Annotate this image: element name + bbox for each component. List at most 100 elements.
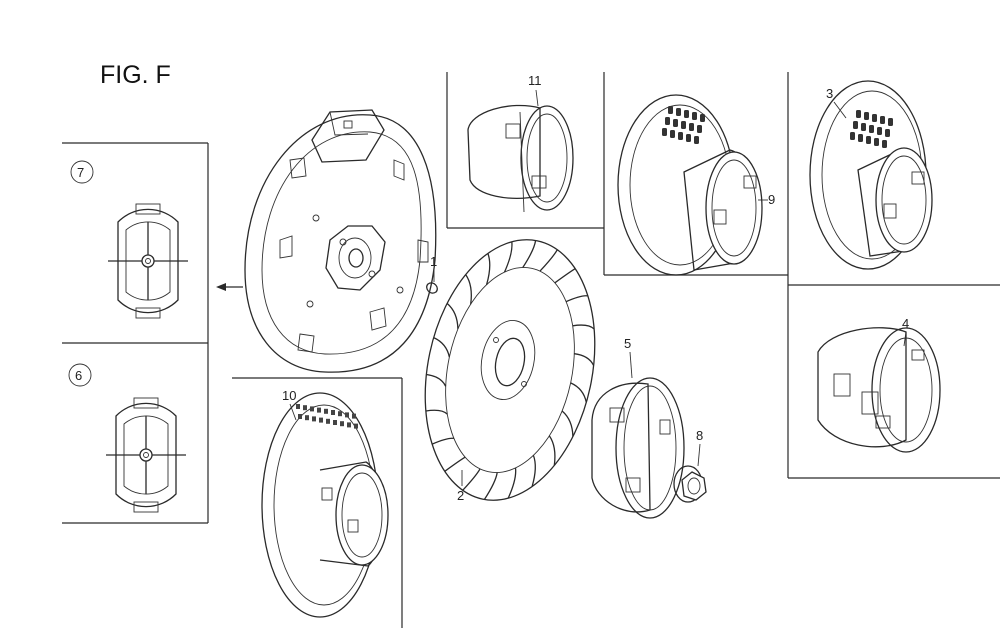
fan-blade <box>574 353 595 366</box>
part-2-cooling-fan: 2 <box>424 239 596 503</box>
callout-circle-7 <box>70 160 94 184</box>
pulley-slot <box>673 119 678 127</box>
callout-8: 8 <box>696 428 703 443</box>
callout-9: 9 <box>768 192 775 207</box>
pulley-slot <box>697 125 702 133</box>
callout-3: 3 <box>826 86 833 101</box>
pulley-slot <box>694 136 699 144</box>
pulley-dot <box>303 405 307 411</box>
pulley-dot <box>305 415 309 421</box>
pulley-dot <box>340 421 344 427</box>
part-11-starter-cup: 11 <box>467 73 574 213</box>
fan-blade <box>446 302 459 330</box>
fan-blade <box>548 435 556 466</box>
callout-4: 4 <box>902 316 909 331</box>
callout-11: 11 <box>528 73 542 88</box>
pulley-slot <box>853 121 858 129</box>
fan-blades <box>425 240 595 500</box>
callout-6: 6 <box>75 368 82 383</box>
part-9-panel-frame <box>604 72 789 478</box>
fan-blade <box>531 455 536 487</box>
callout-1: 1 <box>430 254 437 269</box>
part-8-flange-nut: 8 <box>673 428 707 503</box>
pulley-slot <box>874 138 879 146</box>
pulley-slot <box>856 110 861 118</box>
pulley-dots <box>296 404 358 429</box>
pulley-slot <box>662 128 667 136</box>
callout-5: 5 <box>624 336 631 351</box>
fan-blade <box>572 324 595 330</box>
pulley-slots <box>850 110 893 148</box>
fan-blade <box>507 467 517 499</box>
fan-blade <box>444 456 466 472</box>
pulley-slot <box>888 118 893 126</box>
pulley-slot <box>678 132 683 140</box>
fan-blade <box>570 382 587 403</box>
fan-blade <box>561 410 574 437</box>
pulley-dot <box>331 410 335 415</box>
pulley-dot <box>347 422 351 428</box>
part-11-panel-frame <box>446 72 605 275</box>
pulley-dot <box>312 416 316 422</box>
pulley-slot <box>665 117 670 125</box>
part-9-starter-pulley: 9 <box>617 94 775 276</box>
pulley-slot <box>882 140 887 148</box>
pulley-slot <box>850 132 855 140</box>
part-7-rotor-plate: 7 <box>70 160 188 319</box>
pulley-dot <box>296 404 300 409</box>
pulley-slot <box>676 108 681 116</box>
pulley-slot <box>872 114 877 122</box>
fan-blade <box>485 253 491 285</box>
callout-2: 2 <box>457 488 464 503</box>
pulley-dot <box>326 418 330 424</box>
pulley-slot <box>864 112 869 120</box>
pulley-slot <box>686 134 691 142</box>
pulley-slot <box>877 127 882 135</box>
pulley-dot <box>310 406 314 412</box>
flywheel <box>244 109 437 373</box>
part-6-rotor-plate: 6 <box>68 363 186 513</box>
fan-blade <box>425 409 448 415</box>
fan-blade <box>426 373 447 387</box>
pulley-slot <box>880 116 885 124</box>
pulley-slot <box>858 134 863 142</box>
pulley-slot <box>885 129 890 137</box>
pulley-dot <box>319 417 323 423</box>
pulley-slot <box>692 112 697 120</box>
pulley-dot <box>345 412 349 418</box>
callout-10: 10 <box>282 388 296 403</box>
fan-blade <box>565 295 588 303</box>
pulley-slots <box>662 106 705 144</box>
left-panel-frame <box>62 142 209 524</box>
part-10-starter-pulley: 10 <box>261 388 389 618</box>
pulley-dot <box>333 420 337 425</box>
fan-blade <box>462 468 481 491</box>
pointer-arrow <box>216 283 243 291</box>
pulley-slot <box>681 121 686 129</box>
fan-blade <box>503 241 513 273</box>
pulley-dot <box>354 423 358 429</box>
fan-blade <box>554 268 576 284</box>
pulley-slot <box>668 106 673 114</box>
callout-circle-6 <box>68 363 92 387</box>
pulley-slot <box>689 123 694 131</box>
fan-blade <box>433 337 451 358</box>
fan-blade <box>483 472 498 500</box>
pulley-slot <box>866 136 871 144</box>
pulley-dot <box>324 408 328 414</box>
pulley-dot <box>338 411 342 417</box>
part-5-starter-cup: 5 <box>591 336 685 519</box>
pulley-dot <box>317 407 321 413</box>
pulley-slot <box>861 123 866 131</box>
part-10-panel-frame <box>232 377 403 628</box>
pulley-slot <box>869 125 874 133</box>
part-4-panel-frame <box>788 284 1000 479</box>
pulley-slot <box>670 130 675 138</box>
fan-blade <box>539 249 558 272</box>
part-3-starter-pulley: 3 <box>809 80 933 270</box>
pulley-slot <box>684 110 689 118</box>
part-1-key: 1 <box>426 254 438 294</box>
pulley-dot <box>352 413 356 419</box>
